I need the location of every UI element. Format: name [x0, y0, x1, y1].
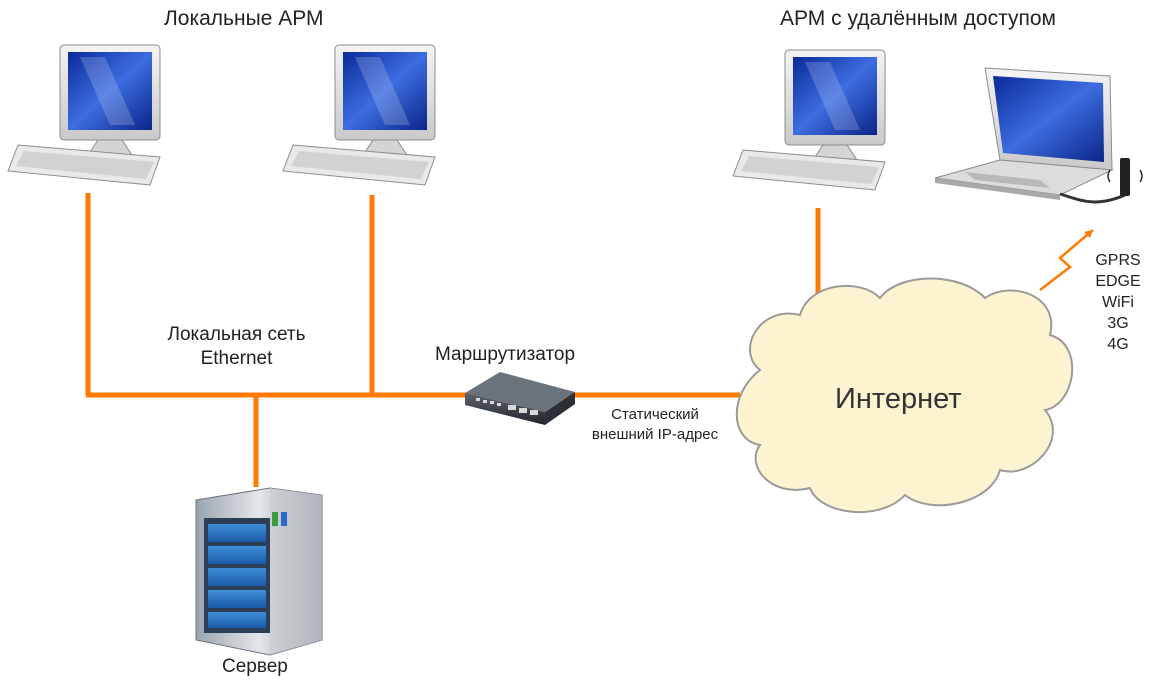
wireless-item: EDGE — [1095, 273, 1141, 290]
wireless-item: 3G — [1107, 315, 1129, 332]
static-ip-line1: Статический — [611, 406, 699, 423]
remote-workstation — [732, 49, 886, 191]
local-workstation-2 — [282, 44, 436, 186]
lan-label: Локальная сеть Ethernet — [149, 323, 324, 371]
usb-modem-icon — [1059, 158, 1143, 204]
wireless-technologies-list: GPRS EDGE WiFi 3G 4G — [1093, 250, 1143, 355]
wireless-item: 4G — [1107, 336, 1129, 353]
static-ip-label: Статический внешний IP-адрес — [570, 405, 740, 445]
lan-label-line2: Ethernet — [200, 348, 273, 369]
server-label: Сервер — [222, 656, 288, 677]
remote-workstations-title: АРМ с удалённым доступом — [780, 7, 1056, 30]
wireless-item: WiFi — [1102, 294, 1134, 311]
remote-laptop — [934, 67, 1114, 200]
server-icon — [195, 487, 323, 656]
wireless-arrow-link — [1039, 229, 1094, 291]
internet-label: Интернет — [835, 383, 962, 415]
local-workstations-title: Локальные АРМ — [164, 7, 324, 30]
lan-links — [85, 193, 821, 487]
local-workstation-1 — [7, 44, 161, 186]
wireless-item: GPRS — [1095, 252, 1141, 269]
internet-cloud — [735, 277, 1074, 514]
router-icon — [465, 372, 575, 425]
static-ip-line2: внешний IP-адрес — [591, 426, 719, 443]
lan-label-line1: Локальная сеть — [167, 324, 306, 345]
router-label: Маршрутизатор — [435, 344, 576, 365]
